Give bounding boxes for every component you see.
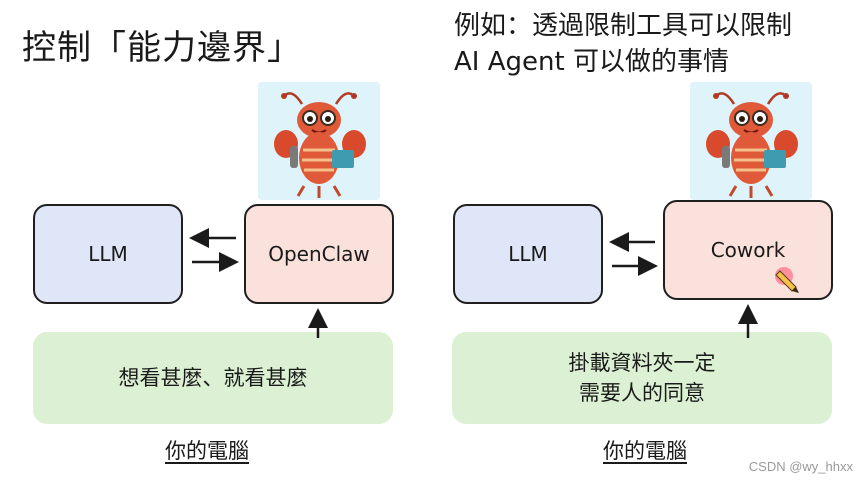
llm-label: LLM — [88, 242, 128, 266]
cowork-label: Cowork — [710, 238, 786, 262]
left-title: 控制「能力邊界」 — [22, 28, 302, 68]
lobster-mascot-image-right — [690, 82, 812, 200]
computer-area-right: 掛載資料夾一定 需要人的同意 — [452, 332, 832, 424]
computer-area-text-line-1: 掛載資料夾一定 — [568, 351, 716, 375]
watermark-text: CSDN @wy_hhxx — [748, 459, 853, 474]
llm-box-right: LLM — [453, 204, 603, 304]
computer-label-right: 你的電腦 — [603, 439, 687, 463]
computer-label-left: 你的電腦 — [165, 439, 249, 463]
computer-area-left: 想看甚麼、就看甚麼 — [33, 332, 393, 424]
right-title-line-1: 例如：透過限制工具可以限制 — [454, 11, 793, 41]
openclaw-label: OpenClaw — [268, 242, 370, 266]
lobster-icon — [690, 82, 812, 200]
right-title: 例如：透過限制工具可以限制 AI Agent 可以做的事情 — [454, 8, 792, 80]
llm-label: LLM — [508, 242, 548, 266]
openclaw-box: OpenClaw — [244, 204, 394, 304]
lobster-icon — [258, 82, 380, 200]
cowork-box: Cowork — [663, 200, 833, 300]
lobster-mascot-image-left — [258, 82, 380, 200]
computer-area-text: 想看甚麼、就看甚麼 — [118, 366, 308, 390]
computer-area-text-line-2: 需要人的同意 — [579, 381, 705, 405]
llm-box-left: LLM — [33, 204, 183, 304]
right-title-line-2: AI Agent 可以做的事情 — [454, 47, 729, 77]
